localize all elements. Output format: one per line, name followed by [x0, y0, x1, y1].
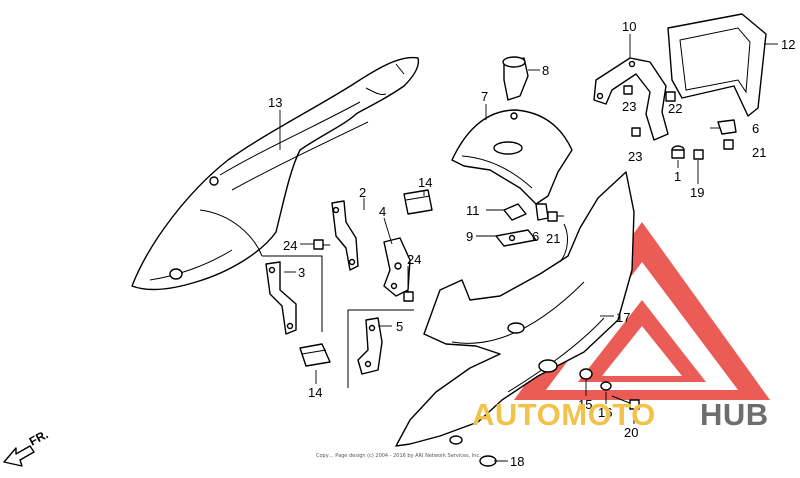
bolt-19 — [693, 149, 704, 160]
callout-16: 16 — [598, 405, 612, 420]
callout-24: 24 — [407, 252, 421, 267]
callout-12: 12 — [781, 37, 795, 52]
callout-8: 8 — [542, 63, 549, 78]
callout-4: 4 — [379, 204, 386, 219]
leader-lines — [279, 34, 778, 462]
screw-23b — [631, 127, 641, 137]
bracket-9 — [495, 229, 537, 247]
nut-6b — [717, 119, 737, 135]
callout-21: 21 — [546, 231, 560, 246]
bolt-20 — [611, 395, 640, 410]
callout-7: 7 — [481, 89, 488, 104]
callout-11: 11 — [466, 203, 480, 218]
callouts: 13 2 14 4 24 24 3 14 5 8 7 11 6 9 21 10 … — [268, 19, 795, 469]
callout-14: 14 — [308, 385, 322, 400]
front-direction-indicator: FR. — [3, 427, 50, 467]
bolt-22 — [665, 91, 676, 102]
callout-15: 15 — [578, 397, 592, 412]
seat-lock-8 — [502, 56, 529, 101]
bracket-2 — [331, 200, 359, 271]
nut-6a — [535, 203, 549, 221]
center-cowl-7 — [451, 109, 573, 205]
callout-24: 24 — [283, 238, 297, 253]
bracket-3 — [265, 261, 297, 335]
rubber-11 — [503, 203, 527, 221]
side-cowl-left — [131, 56, 420, 291]
grommet-15 — [579, 368, 593, 380]
bolt-21a — [547, 211, 564, 222]
callout-22: 22 — [668, 101, 682, 116]
watermark-brand-left: AUTOMOTO — [472, 397, 656, 432]
watermark-text: AUTOMOTO HUB — [472, 397, 769, 432]
grab-rail-bracket-10 — [593, 57, 669, 141]
grab-rail-12 — [667, 13, 767, 117]
callout-9: 9 — [466, 229, 473, 244]
callout-18: 18 — [510, 454, 524, 469]
collar-16 — [600, 381, 612, 391]
callout-21: 21 — [752, 145, 766, 160]
bolt-21b — [723, 139, 734, 150]
callout-20: 20 — [624, 425, 638, 440]
bracket-5 — [357, 317, 383, 375]
callout-17: 17 — [616, 310, 630, 325]
callout-19: 19 — [690, 185, 704, 200]
bracket-4 — [383, 237, 411, 297]
callout-5: 5 — [396, 319, 403, 334]
callout-13: 13 — [268, 95, 282, 110]
watermark-brand-right: HUB — [700, 397, 769, 432]
arrow-left-icon — [3, 445, 35, 467]
callout-10: 10 — [622, 19, 636, 34]
bolt-24a — [313, 239, 330, 250]
callout-6: 6 — [752, 121, 759, 136]
callout-14: 14 — [418, 175, 432, 190]
copyright-notice: Copy… Page design (c) 2004 - 2016 by ARI… — [316, 453, 481, 459]
inset-frame-5 — [347, 309, 414, 388]
callout-6: 6 — [532, 229, 539, 244]
clip-14-lower — [299, 343, 331, 367]
callout-3: 3 — [298, 265, 305, 280]
inset-frame-3 — [262, 255, 323, 332]
callout-2: 2 — [359, 185, 366, 200]
callout-23: 23 — [628, 149, 642, 164]
collar-1 — [671, 145, 685, 159]
callout-23: 23 — [622, 99, 636, 114]
screw-23a — [623, 85, 633, 95]
rear-cowl-17 — [395, 171, 635, 447]
clip-14-upper — [403, 189, 433, 215]
callout-1: 1 — [674, 169, 681, 184]
